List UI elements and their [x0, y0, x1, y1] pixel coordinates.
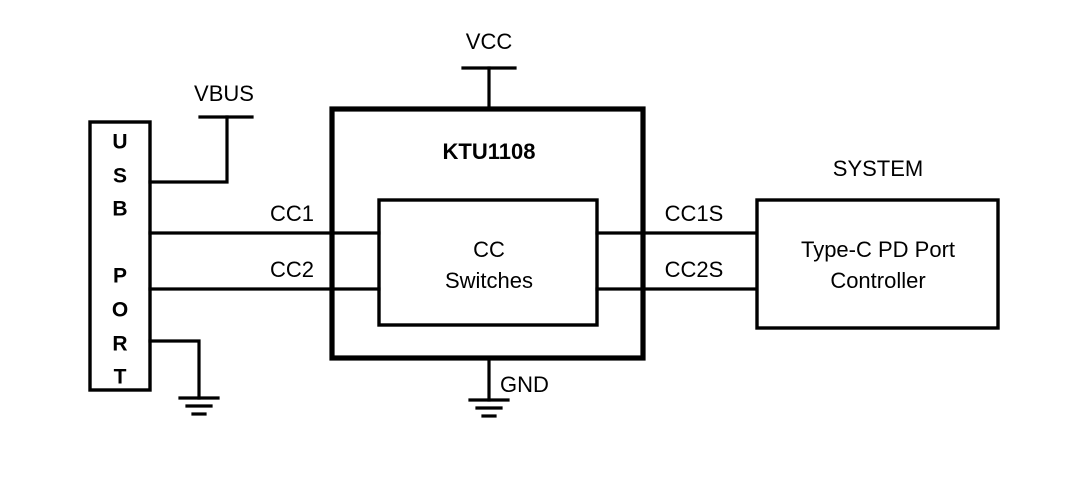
usb-port-letter-u: U: [112, 131, 127, 154]
cc1s-label: CC1S: [665, 201, 724, 226]
cc-switches-label-line2: Switches: [445, 268, 533, 293]
usb-port-letter-b: B: [112, 198, 127, 221]
usb-port-letter-s: S: [113, 165, 127, 188]
cc2-label: CC2: [270, 257, 314, 282]
system-block-label-line1: Type-C PD Port: [801, 237, 955, 262]
vcc-label: VCC: [466, 29, 513, 54]
cc-switches-block-box: [377, 198, 599, 327]
chip-part-number-label: KTU1108: [443, 139, 536, 164]
usb-port-letter-o: O: [112, 299, 128, 322]
cc1-label: CC1: [270, 201, 314, 226]
system-heading-label: SYSTEM: [833, 156, 923, 181]
gnd-label: GND: [500, 372, 549, 397]
system-controller-box: [755, 198, 1000, 330]
usb-port-letter-r: R: [112, 333, 127, 356]
usb-ground-symbol: [178, 396, 220, 416]
cc2s-label: CC2S: [665, 257, 724, 282]
system-block-label-line2: Controller: [830, 268, 925, 293]
usb-port-letter-t: T: [114, 366, 127, 389]
usb-port-letter-p: P: [113, 265, 127, 288]
chip-ground-symbol: [468, 398, 510, 418]
vbus-wire: [148, 115, 229, 184]
cc-switches-label-line1: CC: [473, 237, 505, 262]
usb-gnd-wire: [148, 339, 201, 400]
vbus-label: VBUS: [194, 81, 254, 106]
usb-port-box: [88, 120, 152, 392]
